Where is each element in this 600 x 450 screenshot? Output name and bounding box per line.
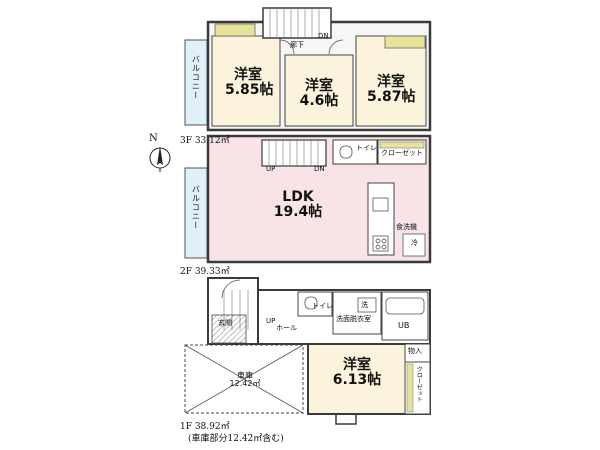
toilet-1f-label: トイレ: [312, 302, 333, 310]
closet-2f-shelf: [379, 141, 425, 149]
storage-label: 物入: [408, 347, 422, 355]
washer-icon: [357, 297, 377, 313]
stair-1f-curve: [221, 279, 241, 299]
stair-2f: [261, 139, 327, 167]
compass-label: N: [149, 133, 158, 144]
balcony-2f-label: バルコニー: [191, 185, 201, 230]
stair-3f: [262, 7, 332, 39]
washroom-label: 洗面脱衣室: [336, 315, 371, 323]
up-2f-label: UP: [266, 165, 276, 173]
washer-label: 洗: [361, 301, 368, 309]
entrance-label: 玄関: [218, 319, 232, 327]
floor-2f-area-label: 2F 39.33㎡: [180, 267, 230, 277]
north-arrow-icon: [157, 146, 163, 165]
sink-icon: [372, 197, 389, 212]
stair-3f-treads: [269, 8, 320, 38]
closet-3f-left: [214, 23, 256, 37]
stair-2f-treads: [268, 140, 319, 166]
dn-2f-label: DN: [314, 165, 325, 173]
floor-1f: [184, 277, 431, 425]
entrance-floor: [211, 314, 247, 344]
compass: [149, 146, 171, 172]
fridge-label: 冷: [411, 239, 418, 247]
dn-3f-label: DN: [318, 32, 329, 40]
floor-1f-area-label: 1F 38.92㎡: [180, 422, 230, 432]
balcony-3f-label: バルコニー: [191, 55, 201, 100]
door-swing-3f-2: [328, 39, 344, 55]
hall-label: ホール: [276, 324, 297, 332]
up-1f-label: UP: [266, 317, 276, 325]
floor-3f-area-label: 3F 33.12㎡: [180, 136, 230, 146]
floor-2f: [184, 134, 432, 264]
room-3f-middle: [284, 54, 354, 127]
floor-3f: [184, 7, 432, 132]
toilet-2f-label: トイレ: [356, 144, 377, 152]
closet-3f-right: [384, 35, 426, 49]
closet-2f-label: クローゼット: [381, 149, 423, 157]
stove-icon: [372, 235, 389, 252]
toilet-1f-bowl: [304, 296, 318, 310]
closet-1f-label: クローゼット: [415, 366, 423, 402]
door-swing-3f: [279, 39, 295, 55]
window-1f: [335, 414, 357, 425]
room-3f-right: [355, 35, 427, 127]
stair-1f-treads: [223, 290, 249, 330]
toilet-2f-bowl: [339, 145, 353, 159]
dishwasher-label: 食洗機: [396, 223, 417, 231]
fridge-icon: [402, 233, 426, 257]
floor-1f-note: (車庫部分12.42㎡含む): [188, 434, 284, 444]
closet-1f-shelf: [406, 363, 414, 413]
bath-label: UB: [398, 321, 410, 330]
garage-cross-2: [184, 344, 304, 414]
hallway-label: 廊下: [290, 41, 304, 49]
bathtub-icon: [385, 297, 425, 315]
